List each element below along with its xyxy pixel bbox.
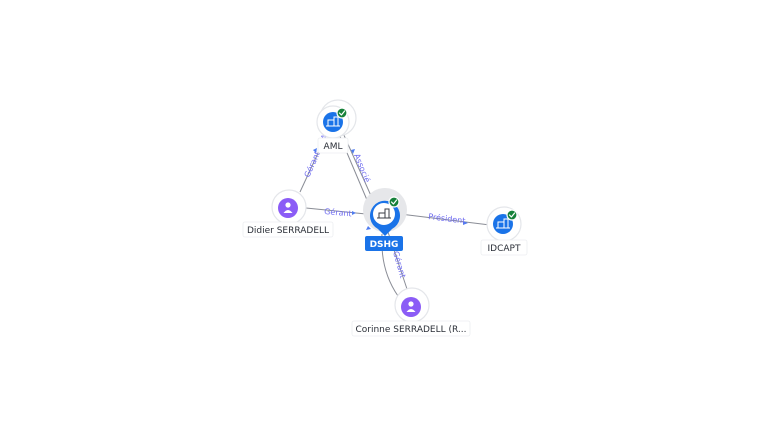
edge-label: Gérant xyxy=(324,206,352,218)
node-label: Corinne SERRADELL (R... xyxy=(355,325,466,335)
node-corinne[interactable]: Corinne SERRADELL (R... xyxy=(351,287,471,337)
node-label: AML xyxy=(324,142,343,152)
node-disc xyxy=(278,198,298,218)
node-label-box xyxy=(242,221,334,238)
node-label: Didier SERRADELL xyxy=(247,226,329,236)
node-label-box xyxy=(351,320,471,337)
company-icon xyxy=(496,218,510,229)
verified-badge-icon xyxy=(506,209,518,221)
edge-didier-dshg[interactable]: Gérant xyxy=(305,206,367,218)
arrow-icon xyxy=(463,221,468,225)
verified-badge-icon xyxy=(336,107,348,119)
node-label-box xyxy=(480,239,528,256)
node-label-box xyxy=(365,236,403,251)
arrow-icon xyxy=(352,211,356,215)
person-icon xyxy=(406,301,416,312)
node-dshg[interactable]: DSHG xyxy=(363,188,407,251)
node-disc xyxy=(401,297,421,317)
person-icon xyxy=(283,202,293,213)
node-didier[interactable]: Didier SERRADELL xyxy=(242,189,334,238)
verified-badge-icon xyxy=(388,196,400,208)
node-label: DSHG xyxy=(370,240,399,250)
company-icon xyxy=(326,116,340,127)
arrow-icon xyxy=(313,148,317,153)
arrow-icon xyxy=(351,149,355,154)
arrow-icon xyxy=(366,226,371,230)
node-aml[interactable]: AML xyxy=(316,99,357,154)
edge-label: Gérant xyxy=(391,250,408,279)
node-label-box xyxy=(317,137,349,154)
company-icon xyxy=(377,208,391,219)
edge-label: Associé xyxy=(352,152,373,184)
node-label: IDCAPT xyxy=(488,244,521,254)
edge-dshg-idcapt[interactable]: Président xyxy=(399,211,491,226)
edge-label: Président xyxy=(428,211,466,225)
node-idcapt[interactable]: IDCAPT xyxy=(480,206,528,256)
